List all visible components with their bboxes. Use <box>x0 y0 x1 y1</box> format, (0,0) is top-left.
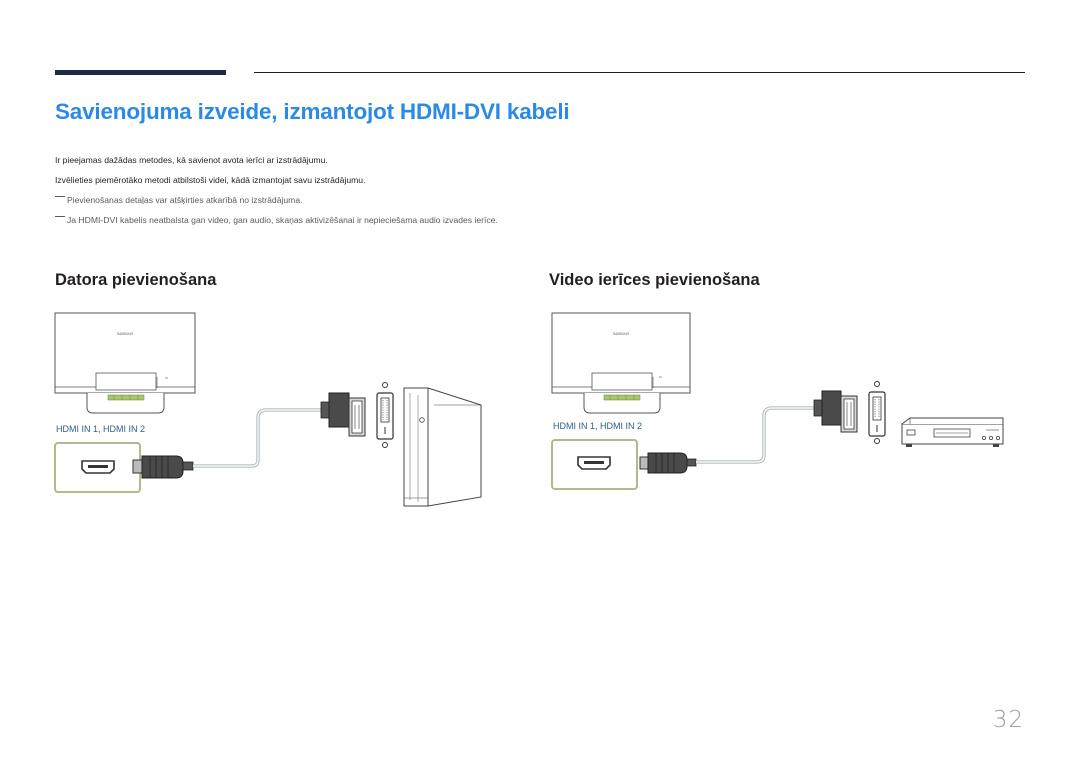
monitor-brand: SAMSUNG <box>117 332 134 336</box>
dvi-plug-icon <box>813 390 858 433</box>
header-rule-thin <box>254 72 1025 73</box>
note-2-text: Ja HDMI-DVI kabelis neatbalsta gan video… <box>67 215 498 225</box>
section-heading-video: Video ierīces pievienošana <box>549 271 760 289</box>
hdmi-port-icon <box>551 439 638 490</box>
monitor-brand: SAMSUNG <box>613 332 630 336</box>
note-2: Ja HDMI-DVI kabelis neatbalsta gan video… <box>55 215 498 225</box>
page-number: 32 <box>992 707 1024 733</box>
note-1: Pievienošanas detaļas var atšķirties atk… <box>55 195 303 205</box>
note-1-text: Pievienošanas detaļas var atšķirties atk… <box>67 195 303 205</box>
dvi-port-icon <box>868 381 886 444</box>
video-player-icon <box>901 417 1004 447</box>
dvi-port-icon <box>376 382 394 448</box>
port-label-computer: HDMI IN 1, HDMI IN 2 <box>56 424 146 434</box>
note-dash <box>55 216 65 218</box>
monitor-icon: SAMSUNG <box>54 312 196 414</box>
cable <box>696 406 814 464</box>
pc-tower-icon <box>403 387 482 507</box>
note-dash <box>55 196 65 198</box>
dvi-plug-icon <box>320 392 366 437</box>
hdmi-plug-icon <box>132 455 194 479</box>
page-title: Savienojuma izveide, izmantojot HDMI-DVI… <box>55 99 570 124</box>
hdmi-plug-icon <box>639 452 697 474</box>
section-heading-computer: Datora pievienošana <box>55 271 217 289</box>
body-paragraph-1: Ir pieejamas dažādas metodes, kā savieno… <box>55 155 328 165</box>
port-label-video: HDMI IN 1, HDMI IN 2 <box>553 421 643 431</box>
monitor-icon: SAMSUNG <box>551 312 691 414</box>
header-rule-thick <box>55 70 226 75</box>
body-paragraph-2: Izvēlieties piemērotāko metodi atbilstoš… <box>55 175 366 185</box>
